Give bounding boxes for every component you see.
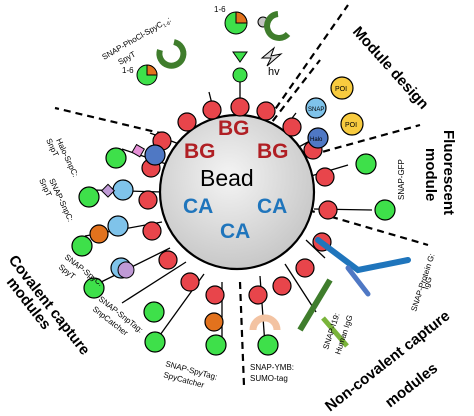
one-six-label-left: 1-6: [122, 66, 134, 75]
divider-fluor-top: [299, 123, 421, 160]
bead-label: Bead: [200, 165, 254, 191]
label-snap-snpc: SNAP-SnpC:: [47, 177, 75, 223]
covalent-modules: [71, 143, 281, 356]
fluorescent-modules: SNAP POI Halo POI: [305, 76, 396, 221]
bg-label-1: BG: [218, 117, 250, 140]
hv-label: hv: [268, 66, 280, 78]
divider-module-design: [261, 4, 349, 129]
section-module-design: Module design: [349, 23, 432, 112]
divider-cov-top: [54, 106, 165, 136]
label-snap-ymb: SNAP-YMB:: [250, 363, 294, 372]
halo-tag-label: Halo: [310, 137, 323, 143]
ca-label-2: CA: [257, 195, 287, 218]
label-halo-snpc: Halo-SnpC:: [54, 137, 80, 178]
bead-surface-balls: [138, 97, 338, 305]
divider-fluor-noncov: [307, 208, 429, 247]
label-snap-gfp: SNAP-GFP: [397, 159, 406, 200]
poi-label-2: POI: [345, 122, 357, 129]
section-fluorescent-1: Fluorescent: [440, 130, 457, 215]
label-snap-ymb-2: SUMO-tag: [250, 374, 288, 383]
phocl-module: 1-6 hv 1-6: [122, 5, 291, 86]
divider-cov-noncov: [238, 281, 246, 387]
poi-label-1: POI: [335, 86, 347, 93]
section-fluorescent-2: module: [422, 148, 439, 201]
snap-tag-label: SNAP: [308, 107, 324, 113]
ca-label-3: CA: [220, 220, 250, 243]
lightning-icon: [260, 46, 283, 67]
one-six-label-top: 1-6: [214, 5, 226, 14]
antibody-icon: [297, 237, 411, 348]
bg-label-2: BG: [184, 140, 216, 163]
label-snap-proteing-2: IgG: [421, 276, 434, 291]
ca-label-1: CA: [183, 195, 213, 218]
bg-label-3: BG: [257, 140, 289, 163]
